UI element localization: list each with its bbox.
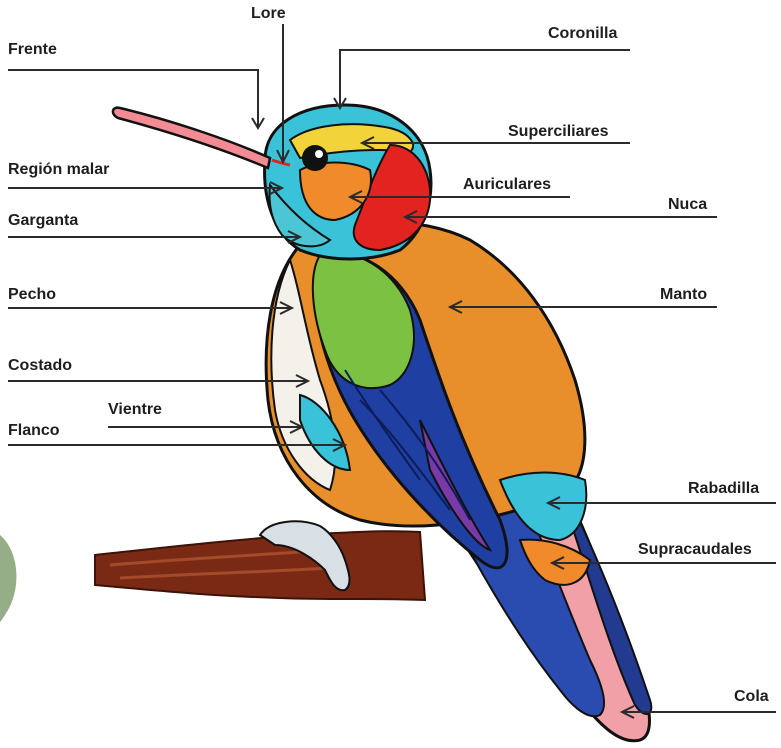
eye-highlight [315,150,323,158]
leader-coronilla [340,50,630,108]
beak [113,108,270,168]
label-vientre: Vientre [108,401,162,419]
label-nuca: Nuca [668,196,707,214]
label-region-malar: Región malar [8,161,109,179]
label-lore: Lore [251,5,286,23]
label-flanco: Flanco [8,422,60,440]
eye [302,145,328,171]
label-pecho: Pecho [8,286,56,304]
label-frente: Frente [8,41,57,59]
label-manto: Manto [660,286,707,304]
label-costado: Costado [8,357,72,375]
label-coronilla: Coronilla [548,25,617,43]
label-auriculares: Auriculares [463,176,551,194]
label-cola: Cola [734,688,769,706]
label-supracaudales: Supracaudales [638,541,752,559]
label-rabadilla: Rabadilla [688,480,759,498]
branch [95,531,425,600]
label-superciliares: Superciliares [508,123,609,141]
label-garganta: Garganta [8,212,78,230]
leaf-decoration [0,535,16,622]
